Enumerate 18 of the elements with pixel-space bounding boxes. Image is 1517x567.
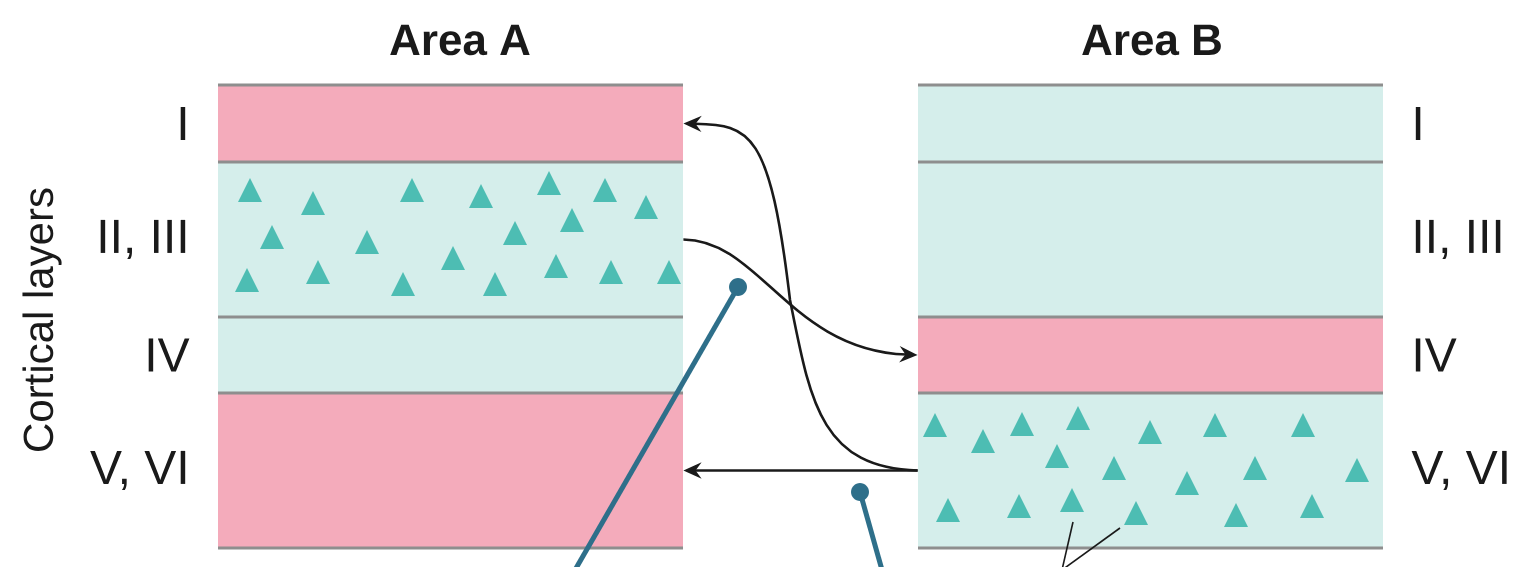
layer-label: II, III [100,219,186,260]
layer-label: IV [148,338,190,372]
layer-label: I [180,106,186,140]
area-title: Area B [1082,24,1221,56]
area-title: Area A [390,24,530,56]
layer-label: I [1415,106,1421,140]
cortical-layer-band [918,85,1383,162]
layer-label: IV [1415,338,1457,372]
cortical-layer-band [918,393,1383,548]
cortical-layer-band [218,85,683,162]
cortical-layer-band [918,317,1383,393]
cortical-layer-band [218,317,683,393]
layer-label: V, VI [1411,450,1507,491]
layer-label: V, VI [90,450,186,491]
cortical-layer-band [218,393,683,548]
layer-label: II, III [1415,219,1501,260]
axis-title: Cortical layers [22,188,62,451]
leader-line [1061,521,1074,567]
